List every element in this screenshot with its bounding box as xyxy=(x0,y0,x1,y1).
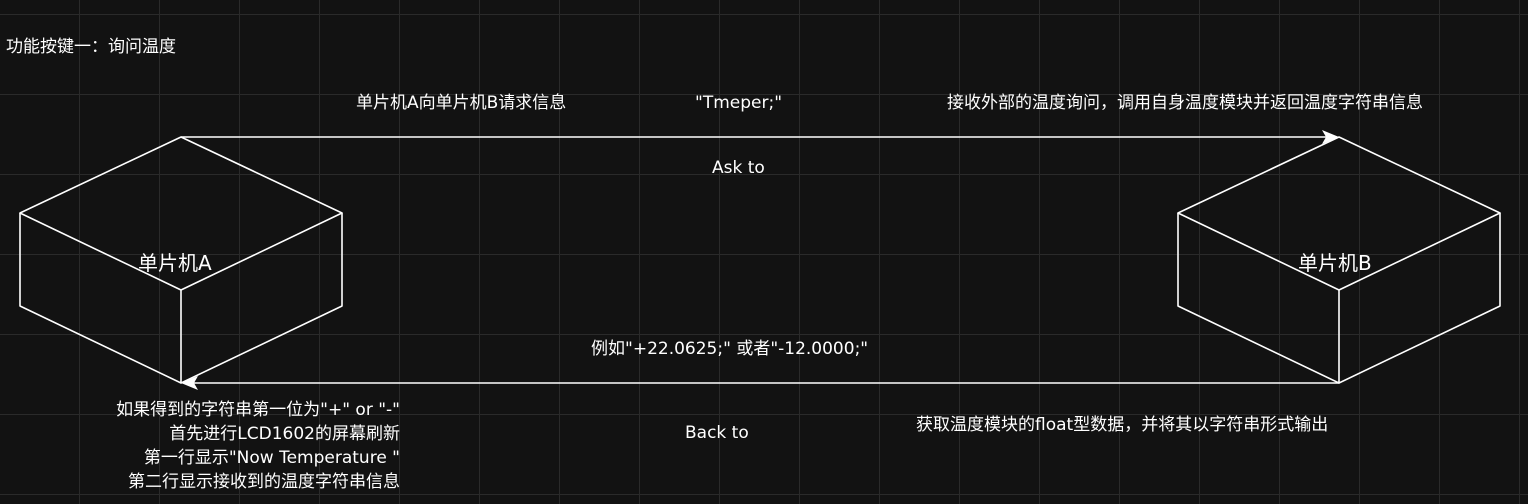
a-action-line: 第一行显示"Now Temperature " xyxy=(143,448,400,468)
ask-arrowhead-icon xyxy=(1322,130,1339,144)
b-receive-description: 接收外部的温度询问，调用自身温度模块并返回温度字符串信息 xyxy=(947,93,1423,113)
request-command: "Tmeper;" xyxy=(695,93,783,113)
cube-a[interactable] xyxy=(19,136,343,384)
a-action-line: 如果得到的字符串第一位为"+" or "-" xyxy=(116,400,400,420)
diagram-title: 功能按键一：询问温度 xyxy=(6,37,176,57)
cube-a-left-face xyxy=(19,213,182,384)
device-a-label: 单片机A xyxy=(138,251,212,275)
ask-arrow[interactable] xyxy=(181,130,1339,144)
a-action-list: 如果得到的字符串第一位为"+" or "-" 首先进行LCD1602的屏幕刷新 … xyxy=(20,398,400,494)
cube-a-right-face xyxy=(180,213,343,384)
device-b-label: 单片机B xyxy=(1298,251,1372,275)
cube-b[interactable] xyxy=(1177,136,1501,384)
cube-b-left-face xyxy=(1177,213,1340,384)
back-arrowhead-icon xyxy=(181,376,198,390)
a-action-line: 第二行显示接收到的温度字符串信息 xyxy=(128,472,400,492)
response-example: 例如"+22.0625;" 或者"-12.0000;" xyxy=(591,339,869,359)
a-action-line: 首先进行LCD1602的屏幕刷新 xyxy=(169,424,400,444)
ask-arrow-label: Ask to xyxy=(712,158,765,178)
b-action-description: 获取温度模块的float型数据，并将其以字符串形式输出 xyxy=(916,415,1329,435)
request-description: 单片机A向单片机B请求信息 xyxy=(356,93,567,113)
back-arrow[interactable] xyxy=(181,376,1339,390)
cube-b-right-face xyxy=(1338,213,1501,384)
back-arrow-label: Back to xyxy=(685,423,749,443)
